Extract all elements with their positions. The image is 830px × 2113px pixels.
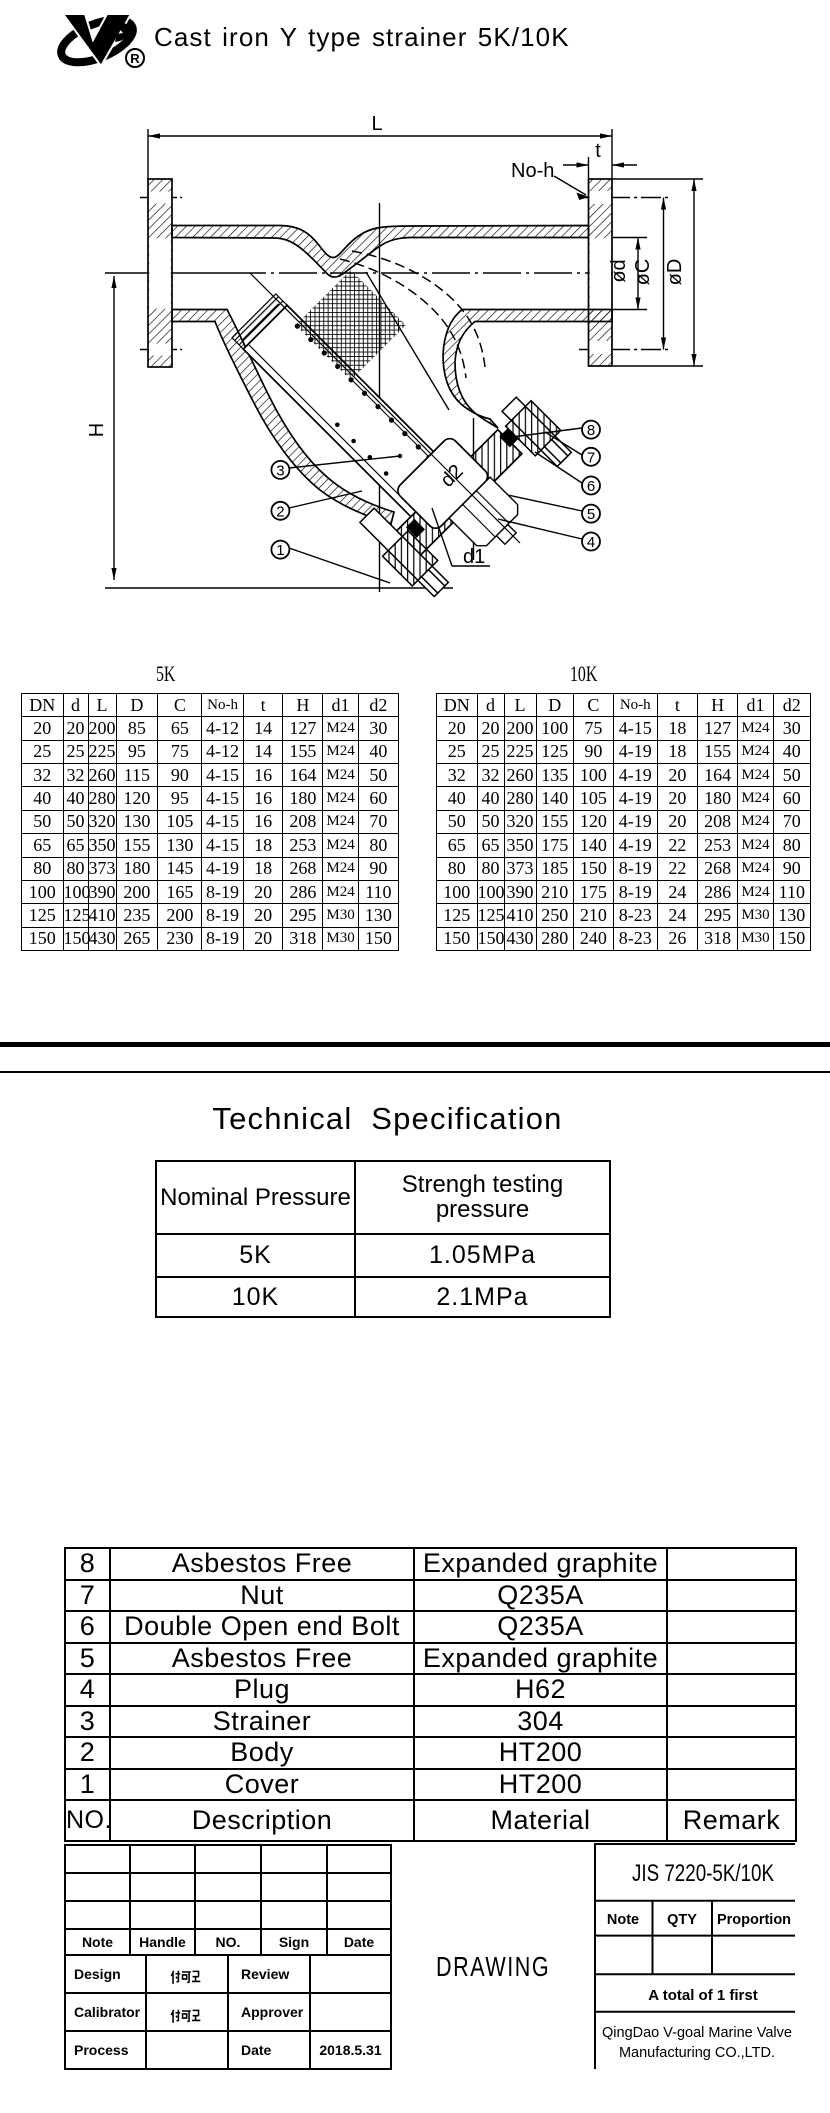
svg-text:JIS 7220-5K/10K: JIS 7220-5K/10K: [632, 1860, 774, 1887]
svg-text:Note: Note: [607, 1912, 639, 1928]
svg-text:t: t: [595, 140, 601, 162]
svg-text:4: 4: [587, 534, 595, 551]
svg-text:QingDao V-goal Marine Valve: QingDao V-goal Marine Valve: [602, 2025, 792, 2041]
svg-text:d1: d1: [463, 546, 485, 568]
svg-text:QTY: QTY: [667, 1912, 697, 1928]
svg-text:1: 1: [276, 542, 284, 559]
svg-text:2: 2: [276, 503, 284, 520]
svg-text:No-h: No-h: [511, 160, 554, 182]
svg-text:8: 8: [587, 422, 595, 439]
svg-text:ød: ød: [608, 259, 630, 282]
svg-text:H: H: [86, 423, 108, 437]
svg-text:A total of 1 first: A total of 1 first: [648, 1987, 757, 2004]
svg-text:6: 6: [587, 478, 595, 495]
svg-text:øD: øD: [664, 259, 686, 286]
svg-text:3: 3: [276, 462, 284, 479]
svg-text:øC: øC: [632, 259, 654, 286]
svg-text:7: 7: [587, 449, 595, 466]
svg-text:Manufacturing CO.,LTD.: Manufacturing CO.,LTD.: [619, 2045, 775, 2061]
svg-text:5: 5: [587, 506, 595, 523]
svg-text:R: R: [130, 51, 140, 66]
svg-text:Proportion: Proportion: [717, 1912, 791, 1928]
svg-text:L: L: [371, 113, 382, 135]
